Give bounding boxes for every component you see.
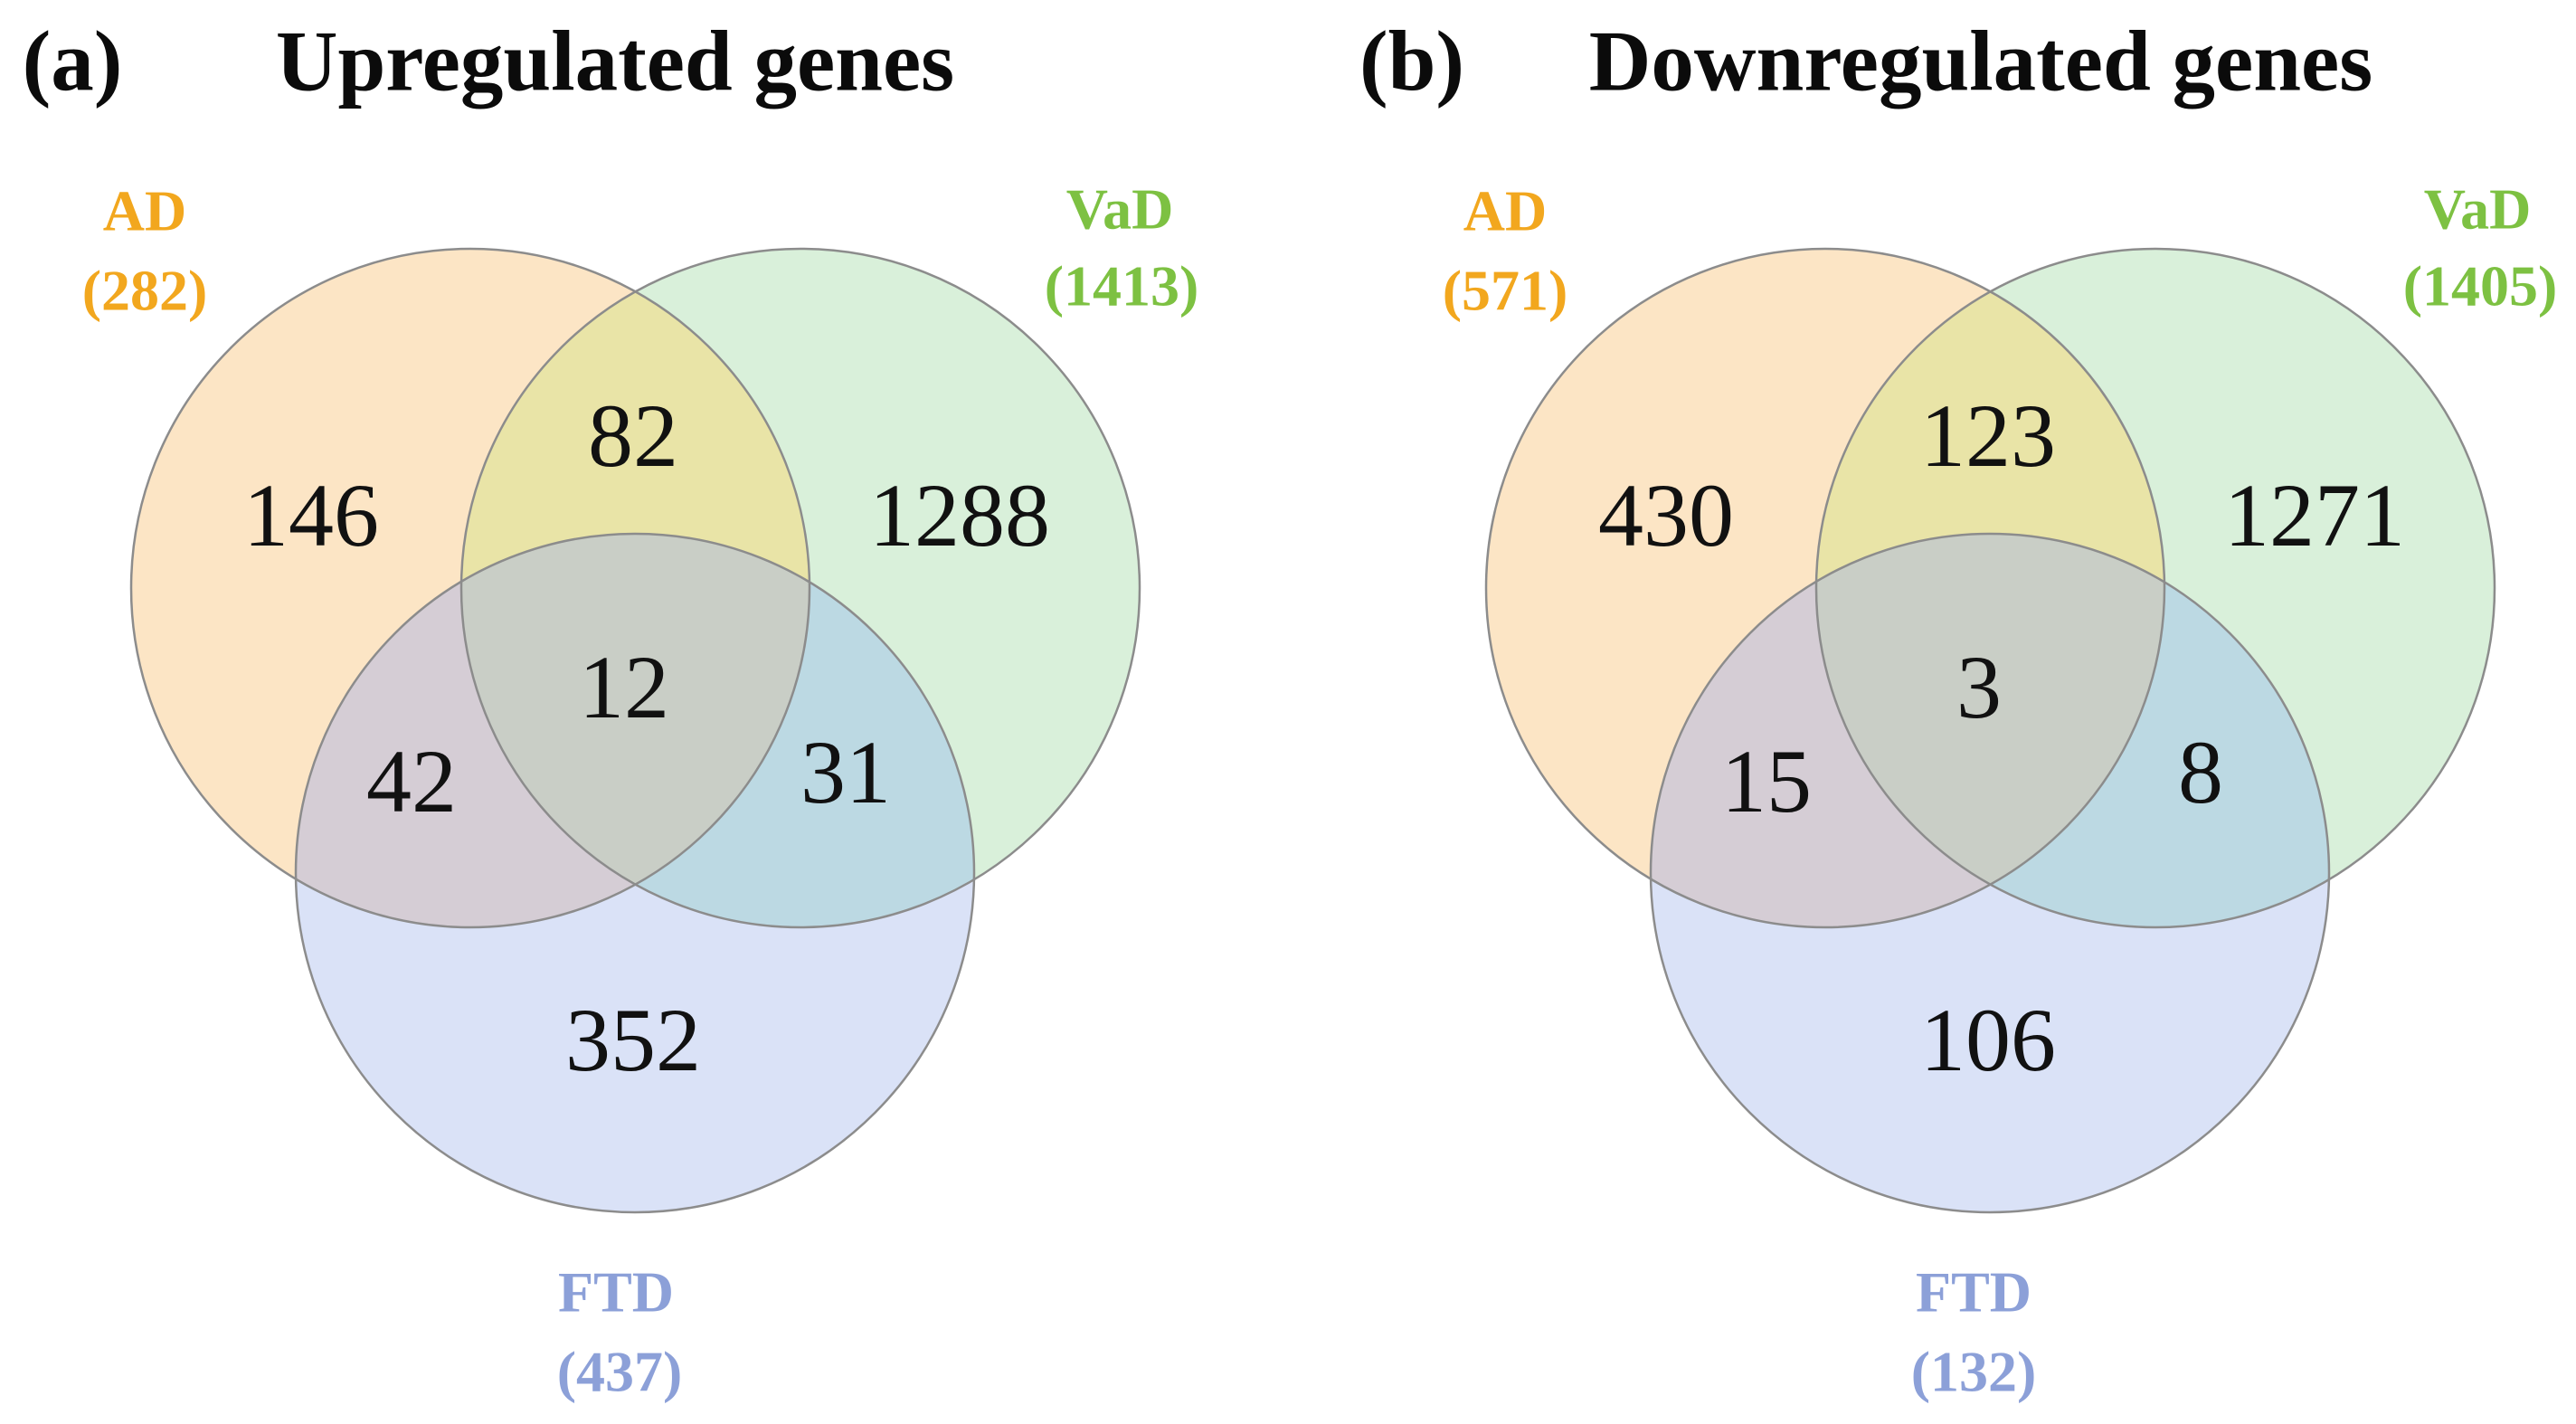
count-ad-vad: 82	[588, 385, 678, 486]
count-ftd-only: 352	[565, 990, 701, 1090]
venn-upregulated-svg: (a) Upregulated genes AD (282) VaD (1413…	[23, 13, 1199, 1403]
count-vad-ftd: 8	[2178, 722, 2223, 822]
ftd-set-size: (437)	[557, 1339, 683, 1403]
count-ad-ftd: 15	[1721, 731, 1812, 831]
ad-circle-outline	[1484, 247, 2166, 929]
vad-circle-outline	[459, 247, 1141, 929]
count-ftd-only: 106	[1920, 990, 2056, 1090]
ftd-circle-outline	[294, 532, 976, 1214]
ad-set-label: AD	[103, 178, 186, 242]
panel-downregulated: (b) Downregulated genes AD (571) VaD (14…	[1288, 0, 2576, 1424]
vad-set-label: VaD	[2424, 176, 2532, 241]
panel-title: Upregulated genes	[276, 13, 954, 109]
panel-tag: (b)	[1359, 13, 1464, 109]
count-center: 3	[1956, 637, 2002, 737]
panel-upregulated: (a) Upregulated genes AD (282) VaD (1413…	[23, 13, 1199, 1403]
count-vad-ftd: 31	[800, 722, 891, 822]
ftd-set-label: FTD	[1916, 1259, 2031, 1324]
vad-set-size: (1413)	[1045, 253, 1199, 318]
panel-title: Downregulated genes	[1589, 13, 2372, 109]
panel-tag: (a)	[23, 13, 123, 109]
count-center: 12	[579, 637, 669, 737]
count-vad-only: 1271	[2224, 465, 2405, 565]
venn-downregulated-svg: (b) Downregulated genes AD (571) VaD (14…	[1359, 13, 2558, 1403]
ad-set-label: AD	[1463, 178, 1547, 242]
count-ad-ftd: 42	[366, 731, 457, 831]
count-ad-only: 430	[1598, 465, 1734, 565]
count-ad-vad: 123	[1920, 385, 2056, 486]
ad-set-size: (571)	[1443, 258, 1568, 322]
ftd-set-size: (132)	[1911, 1339, 2037, 1403]
vad-circle-outline	[1814, 247, 2496, 929]
ftd-set-label: FTD	[558, 1259, 674, 1324]
count-vad-only: 1288	[869, 465, 1050, 565]
vad-set-size: (1405)	[2403, 253, 2558, 318]
ad-circle-outline	[129, 247, 811, 929]
ad-set-size: (282)	[82, 258, 208, 322]
ftd-circle-outline	[1649, 532, 2331, 1214]
vad-set-label: VaD	[1066, 176, 1174, 241]
count-ad-only: 146	[243, 465, 379, 565]
